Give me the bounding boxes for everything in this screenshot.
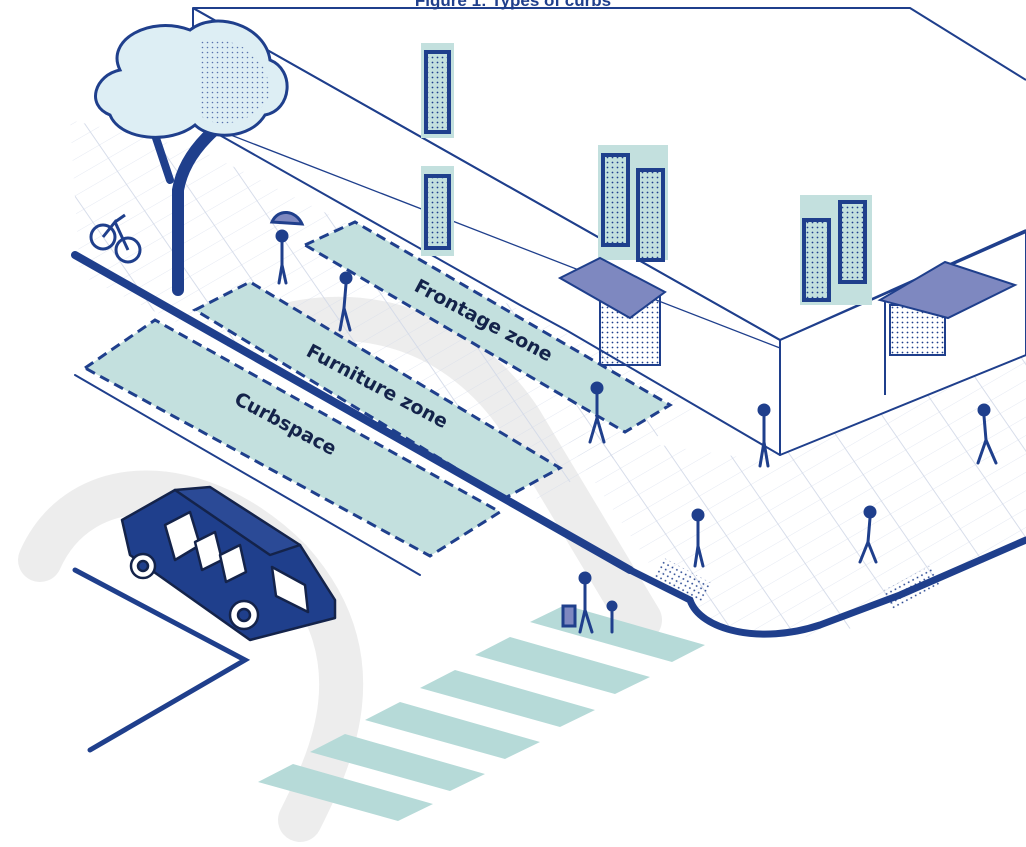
tactile-pad [653, 557, 713, 603]
parking-line [74, 374, 421, 576]
storefront-right [877, 260, 1018, 395]
window [800, 195, 872, 305]
tactile-pad [882, 565, 942, 611]
window [421, 43, 454, 138]
curbspace-zone [82, 318, 503, 558]
pedestrian-icon [691, 508, 705, 568]
pedestrian-icon [858, 505, 878, 564]
windows [421, 43, 872, 305]
van-icon [120, 485, 337, 642]
pedestrians [269, 211, 998, 634]
zones [82, 220, 673, 558]
window [598, 145, 668, 262]
curb-lines [71, 251, 1026, 753]
tree-icon [94, 19, 289, 296]
pedestrian-icon [338, 271, 353, 332]
main-curb [71, 251, 634, 574]
pedestrian-icon [561, 571, 618, 634]
pedestrian-icon [269, 211, 305, 285]
awning [557, 256, 667, 320]
pedestrian-icon [588, 381, 606, 444]
furniture-zone [191, 280, 564, 500]
umbrella-icon [269, 211, 305, 226]
window [421, 166, 454, 256]
figure-title: Figure 1: Types of curbs [414, 0, 612, 10]
frontage-zone [301, 220, 673, 434]
pedestrian-icon [976, 403, 998, 465]
sidewalk-left [70, 120, 700, 500]
bicycle-icon [89, 213, 142, 264]
pedestrian-icon [757, 403, 771, 468]
stroller-icon [561, 604, 577, 628]
parking-bay-line [72, 567, 251, 753]
storefront-left [557, 256, 667, 375]
corner-curb [626, 536, 1026, 638]
awning [877, 260, 1018, 320]
